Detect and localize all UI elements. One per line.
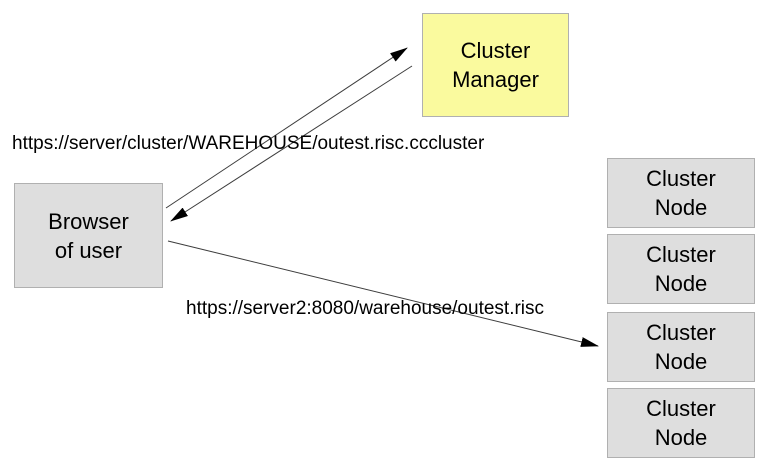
cluster-node-4-label-line2: Node <box>654 425 708 450</box>
cluster-node-2-label-line2: Node <box>654 271 708 296</box>
cluster-node-1-label-line1: Cluster <box>646 166 716 191</box>
arrow-browser-to-manager <box>165 47 408 209</box>
arrow-manager-to-browser <box>170 65 413 222</box>
cluster-node-2-label-line1: Cluster <box>646 242 716 267</box>
cluster-node-box-2: Cluster Node <box>607 234 755 304</box>
cluster-node-box-3: Cluster Node <box>607 312 755 382</box>
arrow-browser-to-cluster-node <box>167 240 599 347</box>
browser-label-line1: Browser <box>48 208 129 234</box>
cluster-manager-box: Cluster Manager <box>422 13 569 117</box>
cluster-node-3-label-line1: Cluster <box>646 320 716 345</box>
url-label-cluster-node: https://server2:8080/warehouse/outest.ri… <box>186 298 545 319</box>
cluster-manager-label-line2: Manager <box>452 67 539 92</box>
cluster-node-4-label-line1: Cluster <box>646 396 716 421</box>
cluster-node-3-label-line2: Node <box>654 349 708 374</box>
cluster-manager-label-line1: Cluster <box>460 38 531 63</box>
cluster-node-box-4: Cluster Node <box>607 388 755 458</box>
cluster-node-box-1: Cluster Node <box>607 158 755 228</box>
url-label-cluster-manager: https://server/cluster/WAREHOUSE/outest.… <box>12 133 485 154</box>
browser-of-user-box: Browser of user <box>14 183 163 288</box>
cluster-node-1-label-line2: Node <box>654 195 708 220</box>
browser-label-line2: of user <box>54 237 123 263</box>
